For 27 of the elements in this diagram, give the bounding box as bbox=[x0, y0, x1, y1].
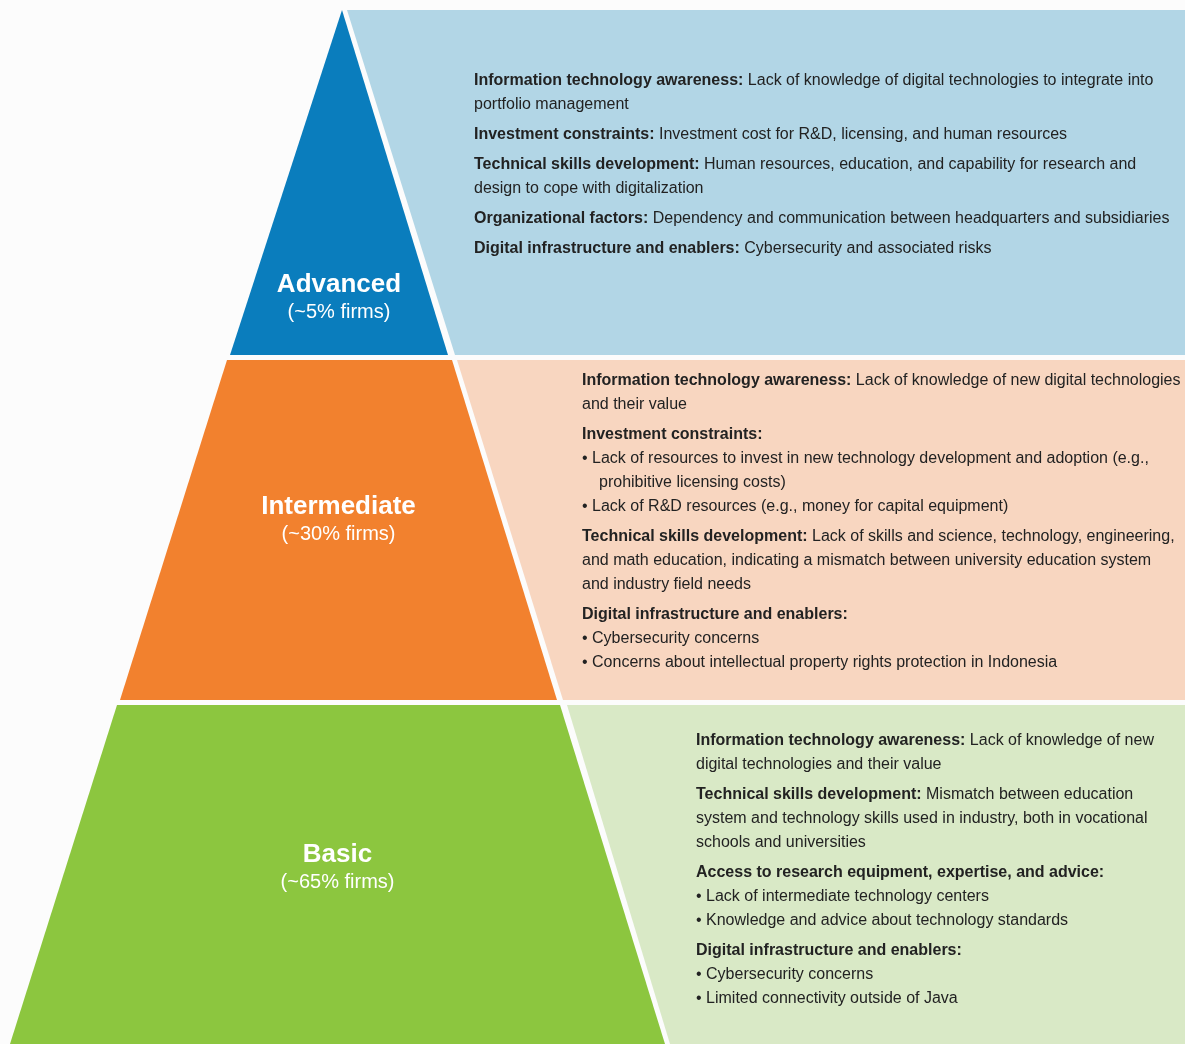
tier-label: Basic bbox=[302, 838, 373, 868]
bullet-item: • Cybersecurity concerns bbox=[582, 628, 761, 648]
section-heading: Digital infrastructure and enablers: bbox=[696, 940, 963, 960]
description-text: Technical skills development: Lack of skills and science, technology, engineering, and math education, indicating a mismatch between university education system and industry field needs bbox=[582, 526, 1176, 594]
bullet-item: • Knowledge and advice about technology standards bbox=[696, 910, 1070, 930]
description-text: Information technology awareness: Lack of knowledge of new digital technologies and their value bbox=[696, 730, 1155, 774]
bullet-item: • Lack of resources to invest in new technology development and adoption (e.g., prohibitive licensing costs) bbox=[582, 448, 1150, 492]
bullet-item: • Cybersecurity concerns bbox=[696, 964, 875, 984]
bullet-item: • Lack of R&D resources (e.g., money for capital equipment) bbox=[582, 496, 1010, 516]
description-text: Organizational factors: Dependency and communication between headquarters and subsidiaries bbox=[474, 208, 1171, 228]
section-heading: Digital infrastructure and enablers: bbox=[582, 604, 849, 624]
section-heading: Access to research equipment, expertise, and advice: bbox=[696, 862, 1106, 882]
bullet-item: • Limited connectivity outside of Java bbox=[696, 988, 959, 1008]
tier-label: Advanced bbox=[276, 268, 402, 298]
description-text: Investment constraints: Investment cost for R&D, licensing, and human resources bbox=[474, 124, 1069, 144]
tier-share: (~5% firms) bbox=[287, 299, 391, 324]
description-text: Digital infrastructure and enablers: Cybersecurity and associated risks bbox=[474, 238, 993, 258]
description-text: Technical skills development: Human resources, education, and capability for research and design to cope with digitalization bbox=[474, 154, 1138, 198]
tier-label: Intermediate bbox=[261, 490, 416, 520]
description-text: Information technology awareness: Lack of knowledge of new digital technologies and their value bbox=[582, 370, 1182, 414]
section-heading: Investment constraints: bbox=[582, 424, 764, 444]
description-text: Technical skills development: Mismatch between education system and technology skills used in industry, both in vocational schools and universities bbox=[696, 784, 1149, 852]
bullet-item: • Lack of intermediate technology centers bbox=[696, 886, 990, 906]
description-text: Information technology awareness: Lack of knowledge of digital technologies to integrate into portfolio management bbox=[474, 70, 1155, 114]
tier-share: (~65% firms) bbox=[280, 869, 395, 894]
bullet-item: • Concerns about intellectual property rights protection in Indonesia bbox=[582, 652, 1059, 672]
tier-share: (~30% firms) bbox=[281, 521, 396, 546]
